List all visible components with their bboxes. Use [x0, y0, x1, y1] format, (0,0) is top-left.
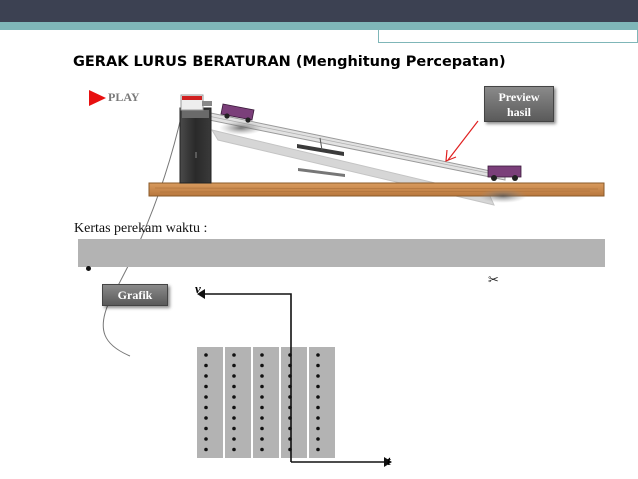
- strip-dot: [260, 353, 264, 357]
- tape-wire: [102, 103, 185, 357]
- strip-dot: [232, 426, 236, 431]
- tape-strip: [197, 347, 223, 458]
- strip-dot: [316, 363, 320, 368]
- ramp-support: [297, 144, 344, 156]
- strip-dot: [232, 405, 236, 410]
- strip-dot: [232, 395, 236, 399]
- ticker-timer: [179, 107, 212, 184]
- x-axis-arrow: [384, 457, 392, 467]
- strip-dot: [316, 416, 320, 420]
- header-accent-bar: [0, 22, 638, 30]
- strip-dot: [316, 353, 320, 357]
- play-triangle-icon[interactable]: [89, 90, 106, 106]
- strip-dot: [260, 374, 264, 378]
- tape-strip: [281, 347, 307, 458]
- preview-arrow: [447, 120, 479, 161]
- strip-dot: [204, 416, 208, 420]
- tape-strip: [225, 347, 251, 458]
- ticker-tape: [78, 239, 605, 267]
- graph-y-label: v: [195, 281, 201, 296]
- strip-dot: [260, 384, 264, 389]
- strip-dot: [260, 437, 264, 441]
- cart-bottom: [487, 165, 522, 178]
- strip-dot: [204, 363, 208, 368]
- strip-dot: [260, 395, 264, 399]
- strip-dot: [316, 437, 320, 441]
- strip-dot: [260, 416, 264, 420]
- tape-strips: [197, 347, 335, 458]
- strip-dot: [232, 437, 236, 441]
- strip-dot: [204, 374, 208, 378]
- strip-dot: [316, 405, 320, 410]
- slide-title: GERAK LURUS BERATURAN (Menghitung Percep…: [73, 54, 506, 70]
- strip-dot: [260, 363, 264, 368]
- strip-dot: [316, 374, 320, 378]
- strip-dot: [232, 353, 236, 357]
- strip-dot: [232, 384, 236, 389]
- scissors-icon[interactable]: ✂: [488, 273, 499, 288]
- cart-top: [220, 103, 255, 121]
- strip-dot: [316, 426, 320, 431]
- play-button-label[interactable]: PLAY: [108, 90, 140, 104]
- grafik-button[interactable]: Grafik: [102, 284, 168, 306]
- strip-dot: [204, 426, 208, 431]
- strip-dot: [316, 384, 320, 389]
- strip-dot: [260, 405, 264, 410]
- strip-dot: [316, 447, 320, 452]
- preview-button[interactable]: Preview hasil: [484, 86, 554, 122]
- preview-button-line1: Preview: [498, 90, 540, 104]
- strip-dot: [232, 374, 236, 378]
- strip-dot: [316, 395, 320, 399]
- tape-strip: [309, 347, 335, 458]
- strip-dot: [260, 447, 264, 452]
- strip-dot: [260, 426, 264, 431]
- strip-dot: [232, 416, 236, 420]
- tape-strip: [253, 347, 279, 458]
- strip-dot: [204, 405, 208, 410]
- y-axis-arrow: [197, 289, 205, 299]
- y-axis: [201, 293, 292, 462]
- header-bar: [0, 0, 638, 22]
- strip-dot: [204, 447, 208, 452]
- preview-button-line2: hasil: [506, 105, 531, 119]
- strip-dot: [204, 395, 208, 399]
- strip-dot: [204, 437, 208, 441]
- tape-label: Kertas perekam waktu :: [74, 221, 208, 236]
- strip-dot: [232, 447, 236, 452]
- strip-dot: [204, 384, 208, 389]
- strip-dot: [232, 363, 236, 368]
- graph-x-label: t: [387, 453, 391, 468]
- tape-stray-dot: [86, 266, 91, 271]
- strip-dot: [204, 353, 208, 357]
